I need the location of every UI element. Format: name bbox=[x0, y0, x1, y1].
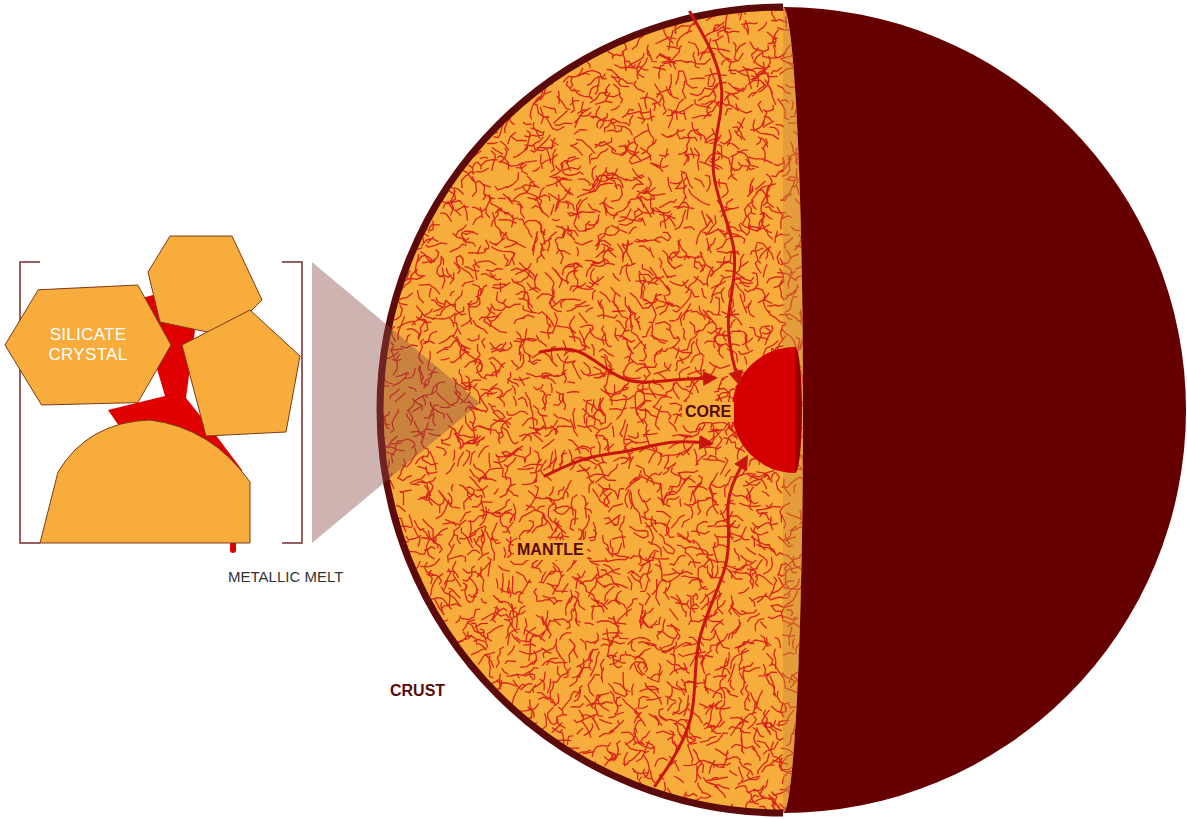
silicate-crystal: SILICATE CRYSTAL bbox=[5, 285, 171, 405]
region-label: CRUST bbox=[390, 682, 445, 700]
planet-exterior bbox=[380, 7, 1186, 813]
flow-arrow bbox=[545, 442, 708, 476]
crystal-label: SILICATE CRYSTAL bbox=[38, 325, 138, 366]
core-shape bbox=[732, 347, 795, 473]
flow-arrow bbox=[690, 12, 738, 380]
flow-arrow bbox=[655, 460, 745, 786]
part-label: METALLIC MELT bbox=[228, 568, 343, 585]
silicate-crystal bbox=[182, 310, 300, 436]
flow-arrows bbox=[540, 12, 745, 786]
region-label: CORE bbox=[682, 402, 734, 422]
silicate-crystal bbox=[40, 420, 250, 543]
node-outline bbox=[5, 285, 171, 405]
flow-arrow bbox=[540, 349, 712, 382]
region-label: MANTLE bbox=[514, 540, 587, 560]
core-shape bbox=[795, 347, 802, 473]
magnifier-cone bbox=[312, 262, 480, 543]
